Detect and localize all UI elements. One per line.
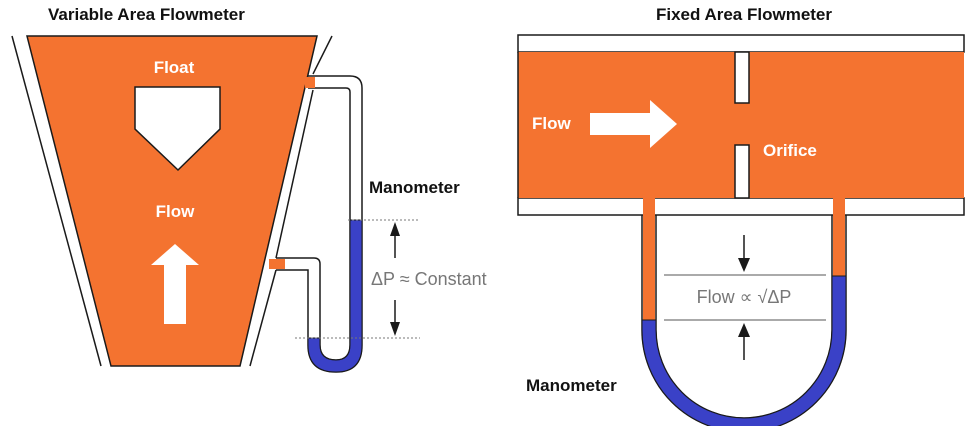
tube-right-wall-upper: [312, 35, 333, 75]
orifice-plate-top: [734, 51, 750, 104]
manometer-liquid: [307, 219, 363, 373]
orifice-label: Orifice: [763, 141, 817, 160]
right-title: Fixed Area Flowmeter: [656, 5, 832, 24]
manometer-fluid-left-leg: [643, 198, 655, 320]
manometer-label-left: Manometer: [369, 178, 460, 197]
tube-right-wall-lower: [249, 269, 277, 367]
manometer-fluid-right-leg: [833, 198, 845, 276]
float-label: Float: [154, 58, 195, 77]
flow-right-arrow-icon: [590, 100, 677, 148]
manometer-fluid-top: [305, 77, 315, 88]
dp-arrow-down-icon: [390, 322, 400, 336]
orifice-plate-bottom: [734, 144, 750, 199]
flow-label-left: Flow: [156, 202, 195, 221]
dp-constant-label: ΔP ≈ Constant: [371, 269, 487, 289]
flow-down-arrow-icon: [738, 258, 750, 272]
float-icon: [134, 86, 221, 172]
fixed-area-flowmeter: Fixed Area Flowmeter Flow Orifice Flow ∝…: [517, 5, 965, 426]
flow-up-arrow-icon: [738, 323, 750, 337]
tube-left-wall: [11, 35, 102, 367]
manometer-label-right: Manometer: [526, 376, 617, 395]
flow-label-right: Flow: [532, 114, 571, 133]
flow-relation-label: Flow ∝ √ΔP: [697, 287, 792, 307]
manometer-fluid-left: [269, 259, 285, 269]
tube-fluid: [26, 35, 318, 367]
variable-area-flowmeter: Variable Area Flowmeter Float Flow Manom…: [11, 5, 487, 373]
pipe-bottom-wall: [517, 197, 965, 216]
left-title: Variable Area Flowmeter: [48, 5, 245, 24]
pipe-top-wall: [517, 34, 965, 53]
tube-right-wall-mid: [275, 89, 314, 259]
dp-arrow-up-icon: [390, 222, 400, 236]
manometer-liquid-right: [641, 275, 847, 426]
flow-up-arrow-icon: [151, 244, 199, 324]
